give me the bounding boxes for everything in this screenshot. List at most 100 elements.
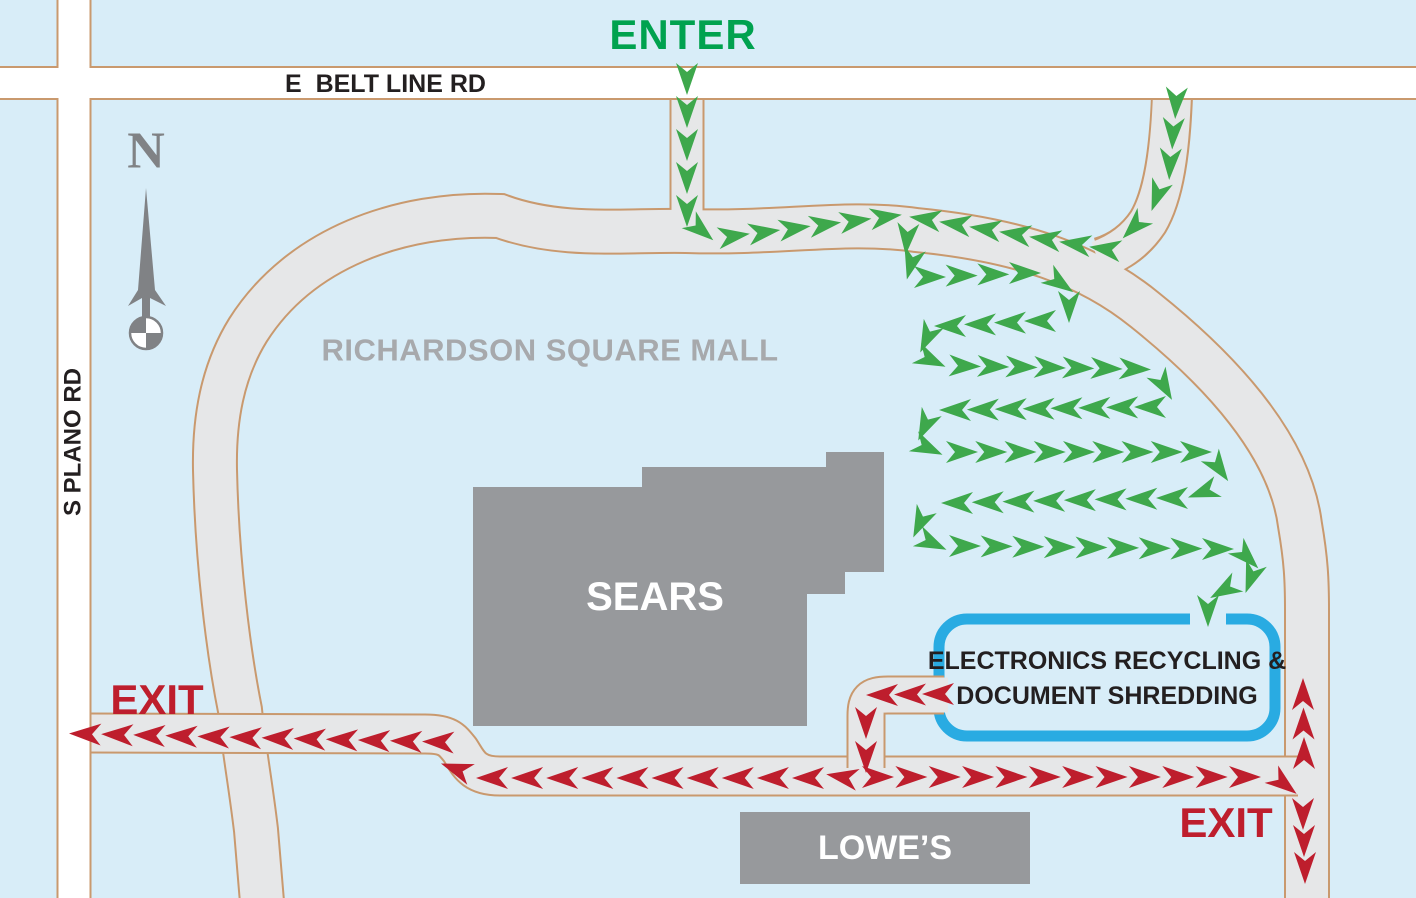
flow-arrow-red <box>440 763 475 785</box>
flow-arrow-red <box>962 766 995 788</box>
flow-arrow-green <box>777 219 811 242</box>
exit-road <box>86 712 1312 797</box>
flow-arrow-green <box>838 212 872 234</box>
compass <box>128 188 166 351</box>
flow-arrow-green <box>1162 116 1185 150</box>
flow-arrow-green <box>913 503 937 538</box>
compass-base <box>128 315 164 351</box>
exit-west-label: EXIT <box>110 675 204 723</box>
flow-arrow-red <box>293 728 327 751</box>
flow-arrow-green <box>1227 537 1259 569</box>
flow-arrow-green <box>716 227 750 250</box>
flow-arrow-red <box>261 727 294 750</box>
flow-arrow-green <box>934 315 966 337</box>
mall-label: RICHARDSON SQUARE MALL <box>321 332 779 368</box>
flow-arrow-green <box>911 343 946 367</box>
flow-arrow-red <box>422 731 455 754</box>
flow-arrow-red <box>197 726 230 749</box>
flow-arrow-green <box>1187 476 1222 498</box>
flow-arrow-green <box>1090 356 1123 379</box>
flow-arrow-green <box>964 313 996 336</box>
flow-arrow-red <box>101 724 134 747</box>
flow-arrow-green <box>1029 230 1063 253</box>
flow-arrow-green <box>1245 559 1267 594</box>
flow-arrow-green <box>1106 396 1139 419</box>
flow-arrow-red <box>792 767 824 789</box>
flow-arrow-green <box>939 215 973 238</box>
flow-arrow-red <box>616 767 649 789</box>
flow-arrow-green <box>1033 355 1066 378</box>
flow-arrow-green <box>1061 356 1095 379</box>
flow-arrow-green <box>909 210 943 233</box>
flow-arrow-green <box>676 63 698 95</box>
flow-arrow-green <box>980 535 1013 558</box>
flow-arrow-green <box>1107 536 1140 559</box>
flow-arrow-green <box>1165 86 1188 119</box>
flow-arrow-green <box>918 406 942 441</box>
flow-arrow-green <box>1151 177 1173 212</box>
flow-arrow-green <box>676 129 698 161</box>
flow-arrow-green <box>868 208 902 231</box>
flow-arrow-green <box>1033 441 1066 463</box>
flow-arrow-green <box>941 492 973 514</box>
flow-arrow-red <box>357 730 391 753</box>
sears-label: SEARS <box>586 575 724 619</box>
flow-arrow-green <box>1180 441 1212 463</box>
flow-arrow-green <box>1005 355 1038 378</box>
flow-arrow-green <box>1063 441 1095 463</box>
flow-arrow-green <box>807 215 842 238</box>
flow-arrow-green <box>1050 397 1083 420</box>
plano-rd-label: S PLANO RD <box>59 367 87 517</box>
flow-arrow-green <box>949 535 981 557</box>
flow-arrow-red <box>165 725 198 748</box>
flow-arrow-green <box>1043 536 1076 559</box>
flow-arrow-green <box>1159 147 1182 180</box>
flow-arrow-red <box>546 767 579 789</box>
flow-arrow-green <box>1012 535 1045 558</box>
enter-label: ENTER <box>609 10 757 58</box>
flow-arrow-green <box>1210 572 1244 598</box>
flow-arrow-green <box>1122 207 1154 239</box>
sears-building <box>473 452 884 726</box>
flow-arrow-green <box>904 245 926 280</box>
flow-arrow-green <box>1200 448 1229 482</box>
flow-arrow-red <box>581 767 614 789</box>
flow-arrow-red <box>325 729 359 752</box>
flow-arrow-red <box>69 723 102 746</box>
compass-needle <box>128 188 166 317</box>
flow-arrow-green <box>1059 235 1093 258</box>
flow-arrow-green <box>1197 595 1219 627</box>
flow-arrow-red <box>1162 766 1195 788</box>
flow-arrow-red <box>476 767 508 789</box>
flow-arrow-red <box>922 683 954 705</box>
flow-arrow-red <box>229 727 262 750</box>
flow-arrow-red <box>1294 852 1316 884</box>
flow-arrow-red <box>511 767 544 789</box>
flow-arrow-red <box>651 767 684 789</box>
flow-arrow-green <box>966 398 999 421</box>
flow-arrow-green <box>920 318 944 353</box>
compass-north-label: N <box>127 122 165 180</box>
flow-arrow-green <box>1004 441 1037 463</box>
event-box-line1: ELECTRONICS RECYCLING & <box>927 646 1287 675</box>
flow-arrow-green <box>676 162 698 194</box>
belt-line-rd-label: E BELT LINE RD <box>285 70 486 98</box>
flow-arrow-red <box>1292 678 1314 710</box>
lowes-building <box>740 812 1030 884</box>
flow-arrow-red <box>1095 766 1128 788</box>
flow-arrow-green <box>1002 490 1035 513</box>
flow-arrow-green <box>1202 538 1234 560</box>
flow-arrow-green <box>1146 366 1172 400</box>
flow-arrow-green <box>1125 487 1158 510</box>
flow-arrow-red <box>826 768 860 791</box>
flow-arrow-red <box>894 683 926 706</box>
flow-arrow-red <box>1293 825 1315 857</box>
flow-arrow-green <box>948 354 981 377</box>
flow-arrow-red <box>756 767 789 789</box>
flow-arrow-green <box>1156 487 1188 509</box>
flow-arrow-red <box>721 767 754 789</box>
flow-arrow-green <box>1118 357 1151 380</box>
event-box-line2: DOCUMENT SHREDDING <box>956 681 1258 710</box>
flow-arrow-green <box>1063 489 1096 512</box>
